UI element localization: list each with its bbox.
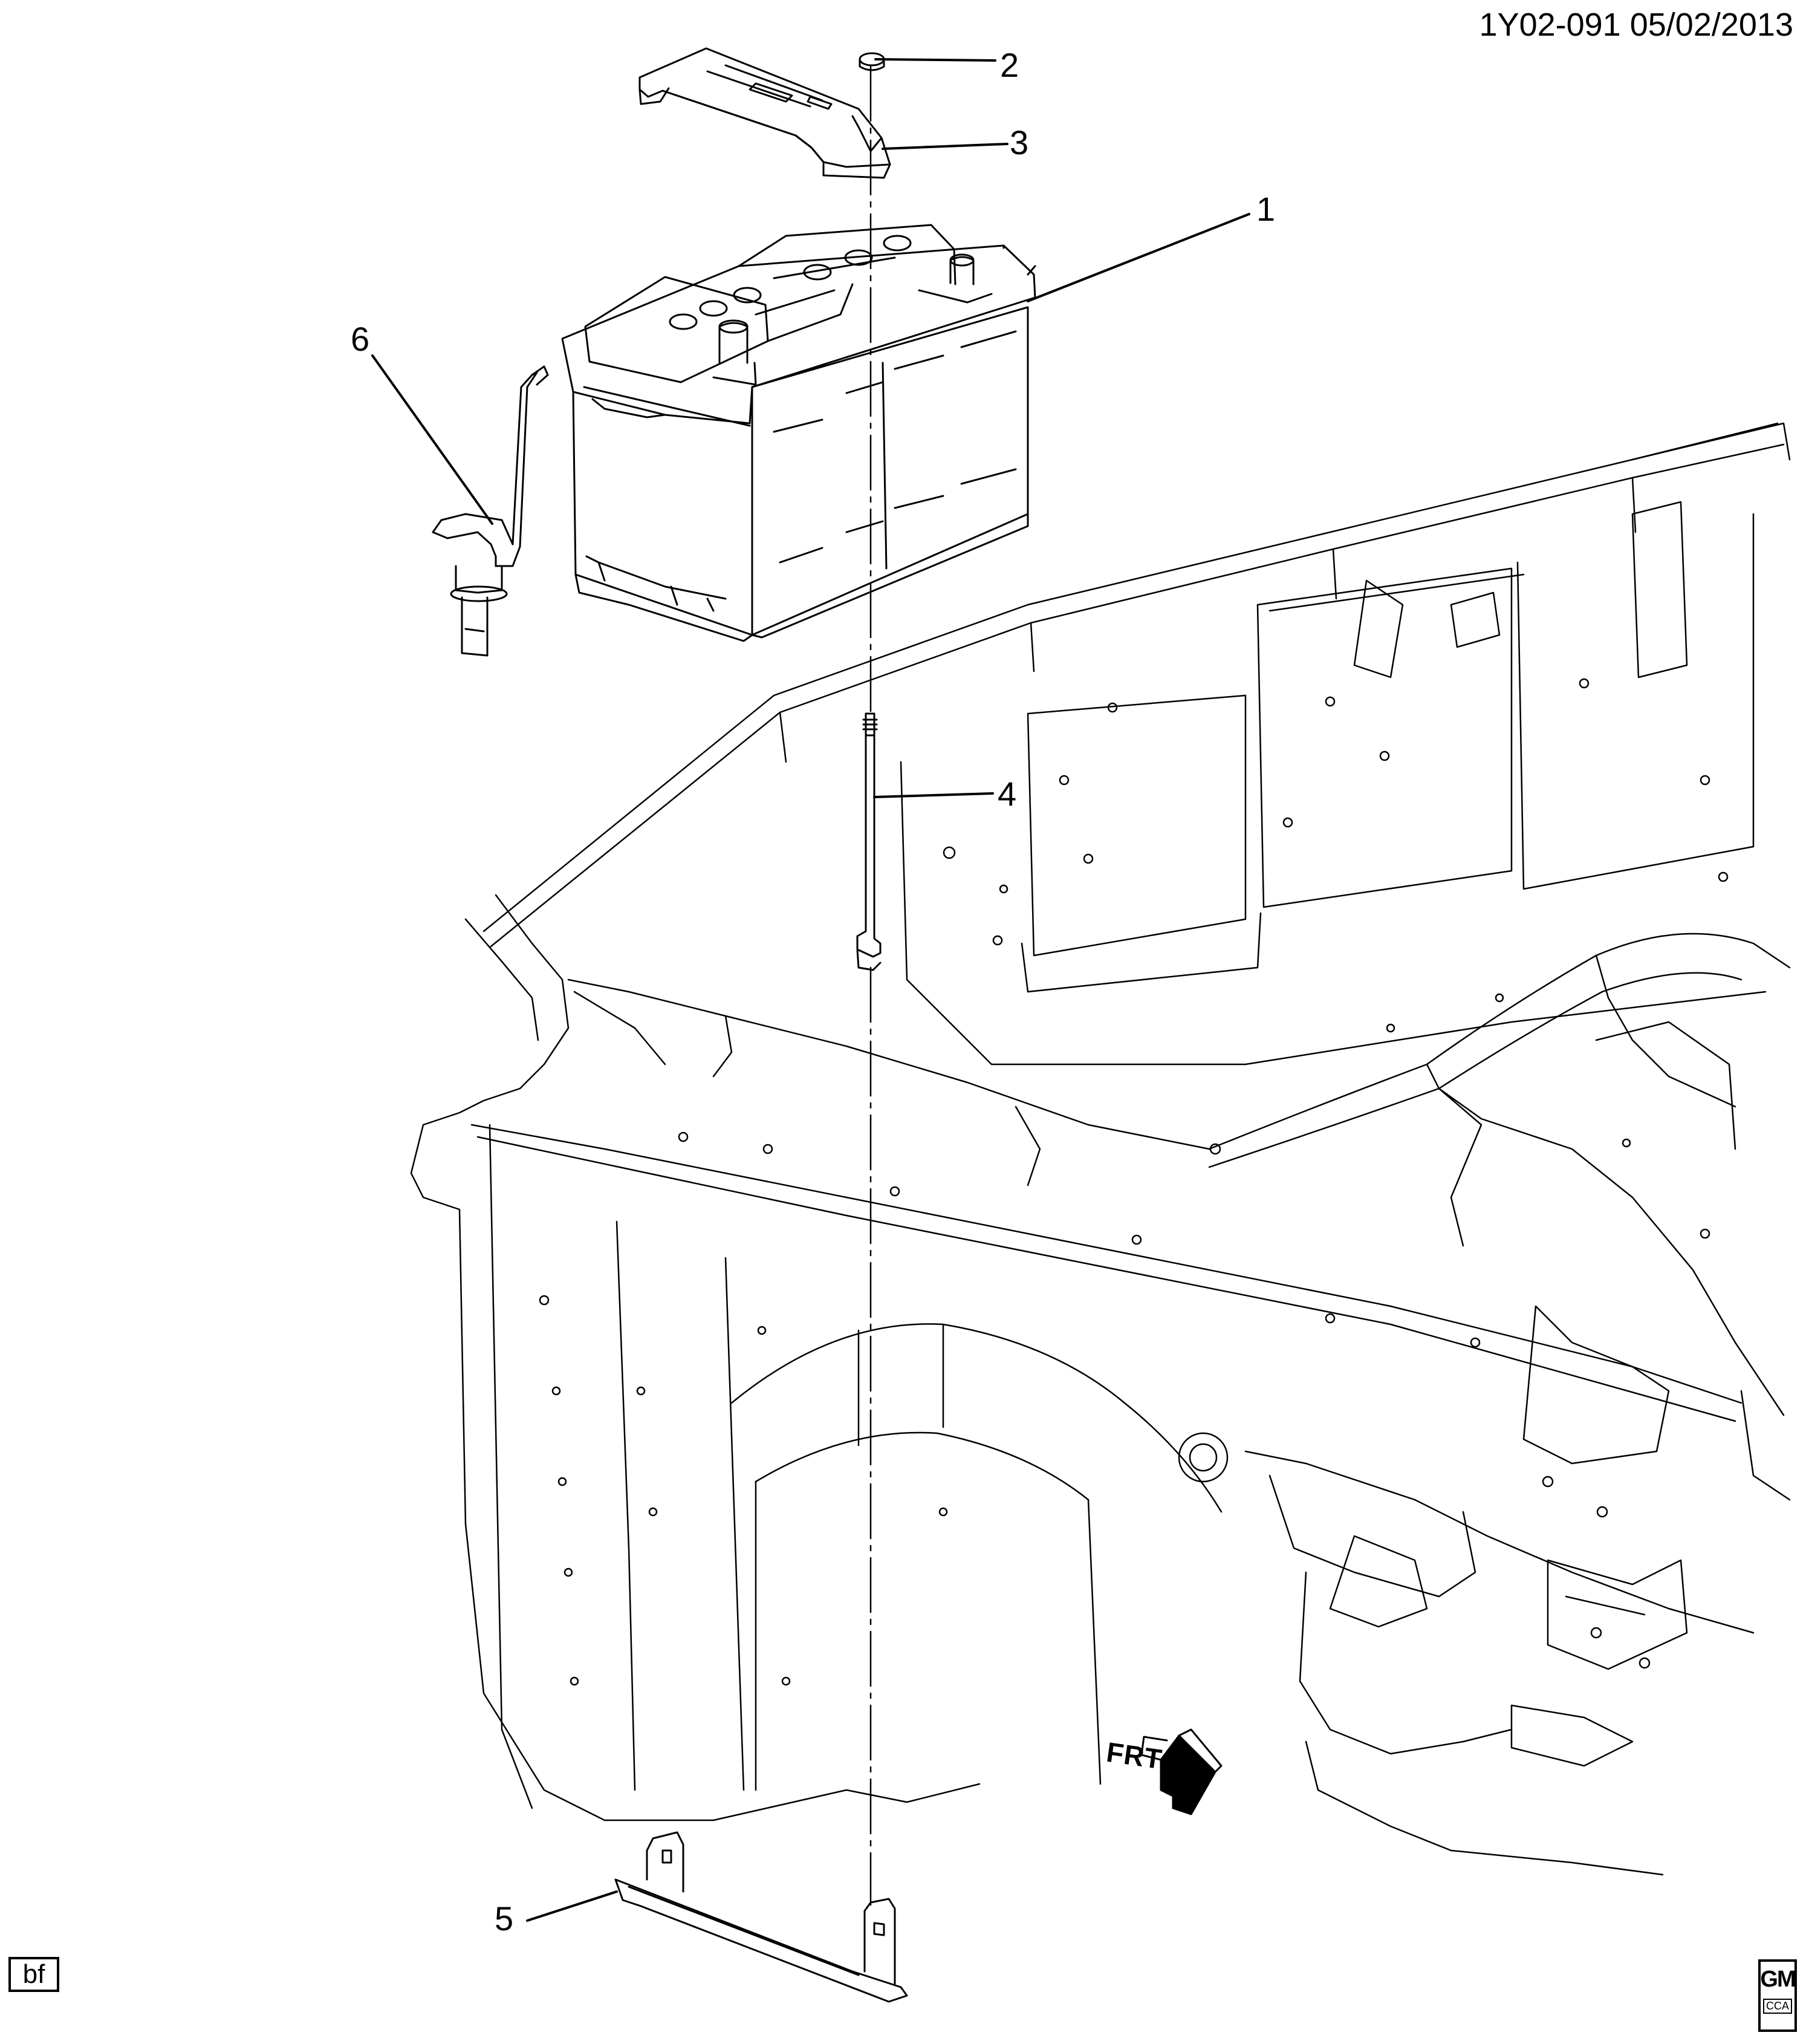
callout-2: 2 — [1000, 46, 1019, 84]
vehicle-body-structure — [410, 422, 1791, 1876]
vent-tube — [432, 365, 549, 657]
corner-code: bf — [22, 1959, 45, 1989]
hold-down-rod — [856, 712, 882, 971]
battery — [561, 224, 1036, 642]
document-date: 05/02/2013 — [1629, 7, 1793, 43]
document-id-and-date: 1Y02-091 05/02/2013 — [1479, 8, 1793, 41]
corner-code-box: bf — [8, 1957, 59, 1992]
nut — [859, 52, 885, 71]
callout-5: 5 — [495, 1899, 514, 1938]
callout-1: 1 — [1256, 190, 1276, 228]
front-direction-arrow-icon — [1140, 1728, 1223, 1815]
logo-text: GM — [1760, 1967, 1796, 1992]
callout-6: 6 — [351, 320, 370, 358]
gm-logo-icon: GM CCA — [1758, 1959, 1797, 2032]
tray-retainer — [614, 1831, 908, 2003]
logo-subtext: CCA — [1762, 1999, 1792, 2014]
callout-4: 4 — [998, 775, 1017, 813]
hold-down-bracket — [638, 47, 891, 179]
document-id: 1Y02-091 — [1479, 7, 1621, 43]
callout-leaders — [371, 58, 1250, 1922]
callout-3: 3 — [1010, 123, 1029, 161]
front-direction-label: FRT — [1104, 1736, 1164, 1775]
